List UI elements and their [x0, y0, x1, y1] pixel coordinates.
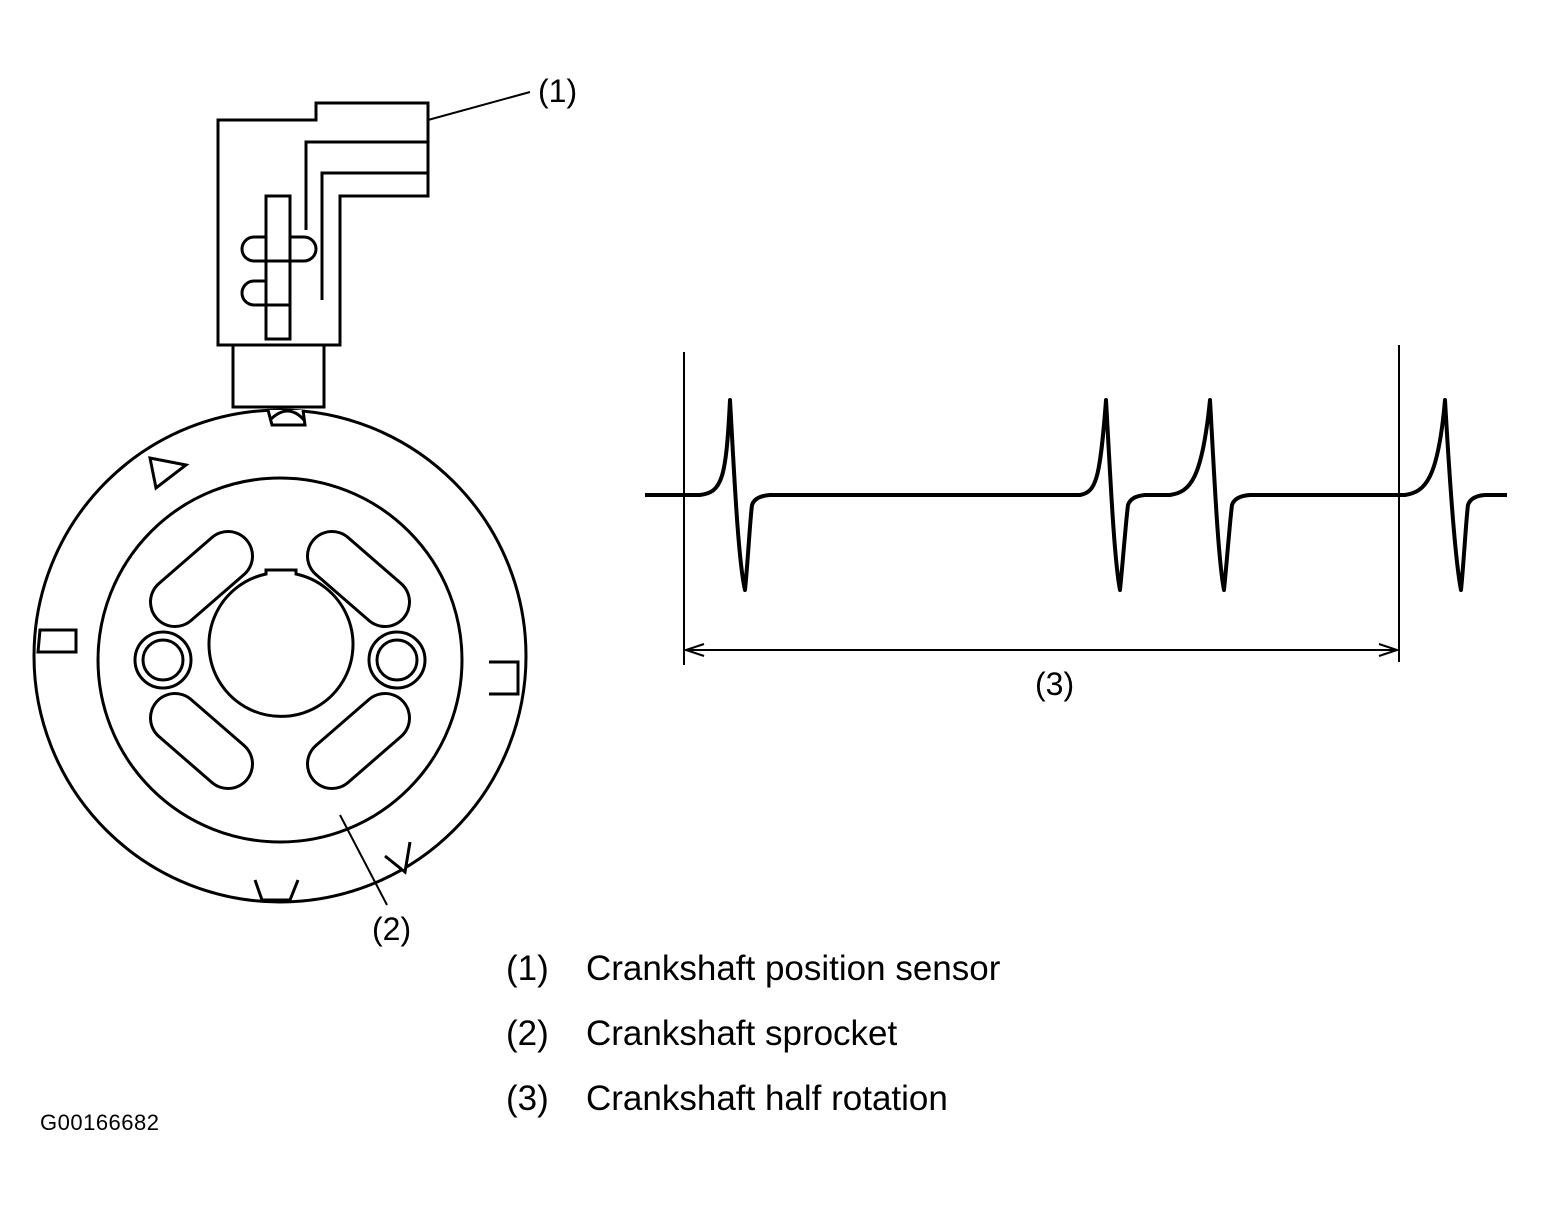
callout-1-label: (1) [538, 73, 577, 109]
half-rotation-dimension-arrow [682, 643, 1401, 657]
legend-item-number: (1) [506, 948, 549, 988]
legend: (1) Crankshaft position sensor (2) Crank… [506, 936, 1000, 1131]
legend-item-text: Crankshaft sprocket [586, 1013, 898, 1053]
callout-3-label: (3) [1035, 666, 1074, 702]
legend-item-number: (2) [506, 1013, 549, 1053]
legend-item: (3) Crankshaft half rotation [506, 1066, 1000, 1131]
legend-item-text: Crankshaft half rotation [586, 1078, 948, 1118]
crankshaft-position-sensor [216, 101, 430, 409]
figure-id: G00166682 [40, 1110, 160, 1135]
signal-trace [645, 398, 1507, 592]
legend-item-number: (3) [506, 1078, 549, 1118]
crankshaft-sprocket [32, 408, 528, 904]
callout-leaders [339, 91, 531, 906]
callout-2-label: (2) [372, 911, 411, 947]
legend-item: (1) Crankshaft position sensor [506, 936, 1000, 1001]
legend-item: (2) Crankshaft sprocket [506, 1001, 1000, 1066]
legend-item-text: Crankshaft position sensor [586, 948, 1001, 988]
sensor-waveform [645, 345, 1507, 665]
